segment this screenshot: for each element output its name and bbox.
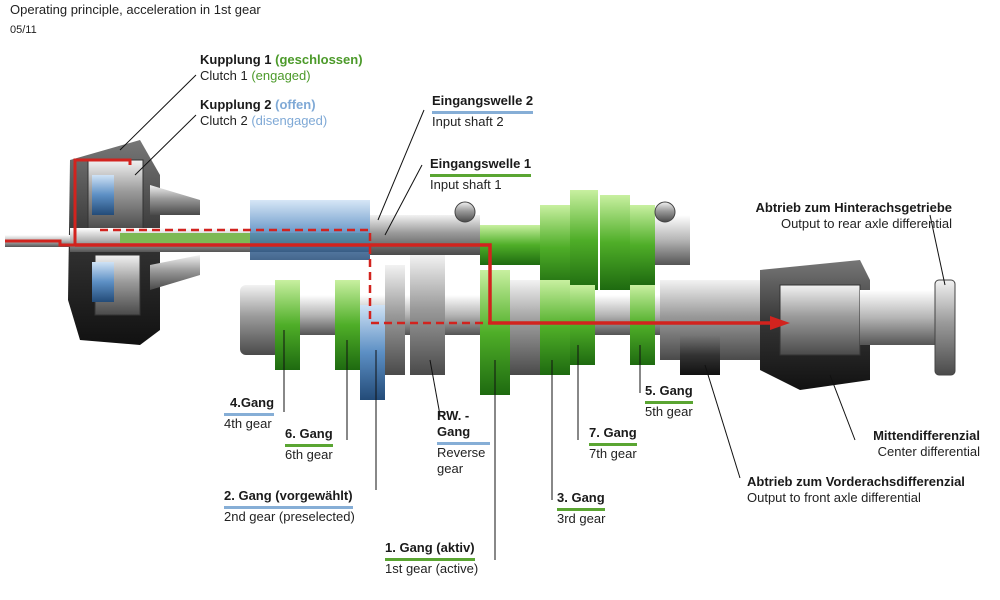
torque-flow xyxy=(5,158,790,330)
gear3-en: 3rd gear xyxy=(557,511,606,526)
gear5-de: 5. Gang xyxy=(645,383,693,404)
center-diff-de: Mittendifferenzial xyxy=(873,428,980,443)
clutch2-de: Kupplung 2 xyxy=(200,97,272,112)
page-title: Operating principle, acceleration in 1st… xyxy=(10,2,261,17)
reverse-en2: gear xyxy=(437,461,464,476)
clutch2-en: Clutch 2 xyxy=(200,113,248,128)
label-clutch1: Kupplung 1 (geschlossen) Clutch 1 (engag… xyxy=(200,52,363,84)
rear-out-en: Output to rear axle differential xyxy=(780,216,952,231)
label-front-output: Abtrieb zum Vorderachsdifferenzial Outpu… xyxy=(747,474,965,506)
gear1-en: 1st gear (active) xyxy=(385,561,479,576)
gear7-en: 7th gear xyxy=(589,446,637,461)
gear6-en: 6th gear xyxy=(285,447,333,462)
label-reverse: RW. - Gang Reverse gear xyxy=(437,408,491,477)
label-gear-7: 7. Gang 7th gear xyxy=(589,425,637,462)
label-gear-3: 3. Gang 3rd gear xyxy=(557,490,605,527)
reverse-en1: Reverse xyxy=(437,445,486,460)
clutch2-en-state: (disengaged) xyxy=(251,113,328,128)
label-gear-6: 6. Gang 6th gear xyxy=(285,426,333,463)
page-code: 05/11 xyxy=(10,24,37,36)
reverse-de1: RW. - xyxy=(437,408,470,423)
input2-en: Input shaft 2 xyxy=(432,114,504,129)
input1-de: Eingangswelle 1 xyxy=(430,156,532,177)
gear6-de: 6. Gang xyxy=(285,426,333,447)
label-clutch2: Kupplung 2 (offen) Clutch 2 (disengaged) xyxy=(200,97,327,129)
label-center-differential: Mittendifferenzial Center differential xyxy=(790,428,980,460)
gear4-en: 4th gear xyxy=(224,416,272,431)
label-gear-4: 4.Gang 4th gear xyxy=(224,395,275,432)
input1-en: Input shaft 1 xyxy=(430,177,502,192)
center-differential xyxy=(660,260,956,390)
label-rear-output: Abtrieb zum Hinterachsgetriebe Output to… xyxy=(700,200,953,232)
gear2-de: 2. Gang (vorgewählt) xyxy=(224,488,353,509)
input2-de: Eingangswelle 2 xyxy=(432,93,534,114)
front-out-de: Abtrieb zum Vorderachsdifferenzial xyxy=(747,474,965,489)
gear7-de: 7. Gang xyxy=(589,425,637,446)
reverse-de2: Gang xyxy=(437,424,491,445)
rear-out-de: Abtrieb zum Hinterachsgetriebe xyxy=(755,200,953,215)
gear5-en: 5th gear xyxy=(645,404,693,419)
front-out-en: Output to front axle differential xyxy=(747,490,921,505)
label-input-shaft-1: Eingangswelle 1 Input shaft 1 xyxy=(430,156,532,193)
clutch1-de-state: (geschlossen) xyxy=(275,52,363,67)
label-input-shaft-2: Eingangswelle 2 Input shaft 2 xyxy=(432,93,534,130)
clutch1-en: Clutch 1 xyxy=(200,68,248,83)
clutch2-de-state: (offen) xyxy=(275,97,316,112)
label-gear-5: 5. Gang 5th gear xyxy=(645,383,693,420)
output-shaft xyxy=(240,255,680,400)
clutch1-de: Kupplung 1 xyxy=(200,52,272,67)
gear3-de: 3. Gang xyxy=(557,490,605,511)
gear1-de: 1. Gang (aktiv) xyxy=(385,540,475,561)
label-gear-2: 2. Gang (vorgewählt) 2nd gear (preselect… xyxy=(224,488,355,525)
leader-lines xyxy=(119,74,946,560)
center-diff-en: Center differential xyxy=(877,444,980,459)
clutch-housing xyxy=(5,140,200,345)
main-gearset xyxy=(480,190,690,290)
label-gear-1: 1. Gang (aktiv) 1st gear (active) xyxy=(385,540,478,577)
gear2-en: 2nd gear (preselected) xyxy=(224,509,355,524)
clutch1-en-state: (engaged) xyxy=(251,68,311,83)
gear4-de: 4.Gang xyxy=(224,395,275,416)
